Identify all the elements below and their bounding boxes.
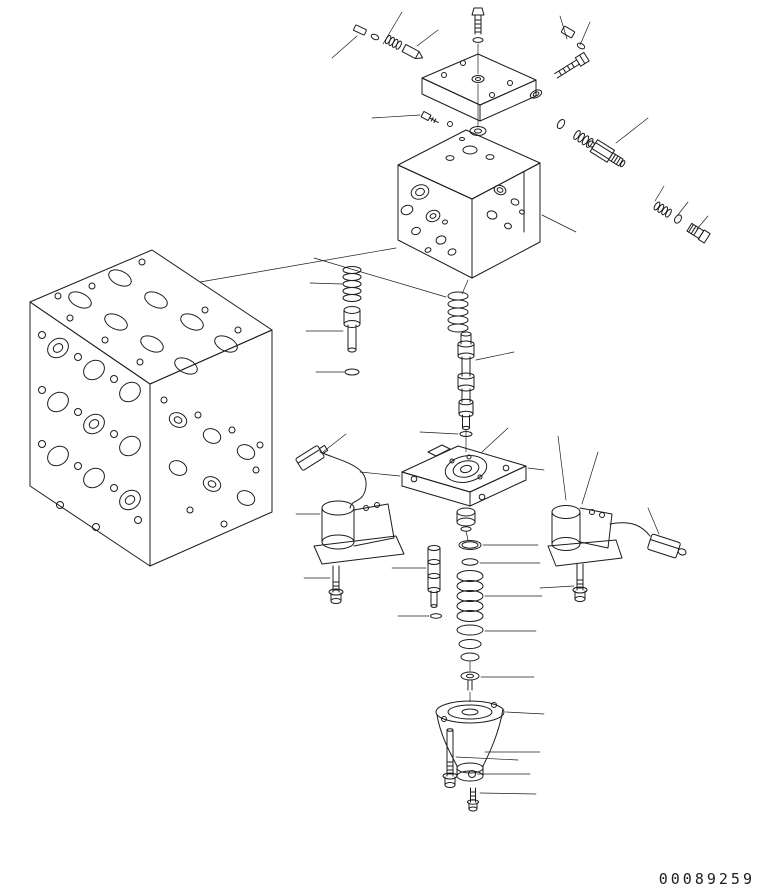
manifold-block <box>29 249 273 567</box>
assembly-centerlines <box>199 43 479 703</box>
main-spool <box>457 331 475 431</box>
o-ring-spool <box>459 431 473 437</box>
left-cable-connector <box>295 444 329 471</box>
part-number-text: 00089259 <box>659 870 755 888</box>
o-ring-small-left <box>344 368 360 376</box>
pilot-valve-cone <box>435 700 505 782</box>
right-solenoid-bolt <box>572 563 588 602</box>
right-solenoid-valve <box>547 505 687 602</box>
mounting-bolt-short <box>467 787 479 812</box>
right-cable-connector <box>647 533 687 559</box>
spring-seat <box>460 671 480 691</box>
top-mounting-bolt <box>471 7 485 43</box>
main-valve-body <box>397 129 541 279</box>
pilot-o-rings <box>458 540 482 566</box>
top-right-plug <box>560 25 586 50</box>
return-spring-small <box>342 266 362 302</box>
spool-return-spring <box>447 291 469 333</box>
pilot-piston <box>427 545 442 619</box>
pilot-spring <box>456 570 484 662</box>
leader-lines <box>295 11 709 795</box>
under-cover-screw <box>420 110 453 127</box>
left-solenoid-bolt <box>328 565 344 604</box>
relief-valve-fitting <box>556 118 626 168</box>
top-cover <box>421 53 537 136</box>
pilot-cover-plate <box>401 444 527 532</box>
spool-cap <box>343 306 361 353</box>
plug-and-o-ring <box>353 24 380 41</box>
check-valve-cartridge <box>384 34 424 60</box>
cover-bolt <box>529 51 590 99</box>
left-solenoid-valve <box>295 444 405 604</box>
plug-fittings <box>653 201 711 244</box>
mounting-bolt-long <box>442 728 476 788</box>
